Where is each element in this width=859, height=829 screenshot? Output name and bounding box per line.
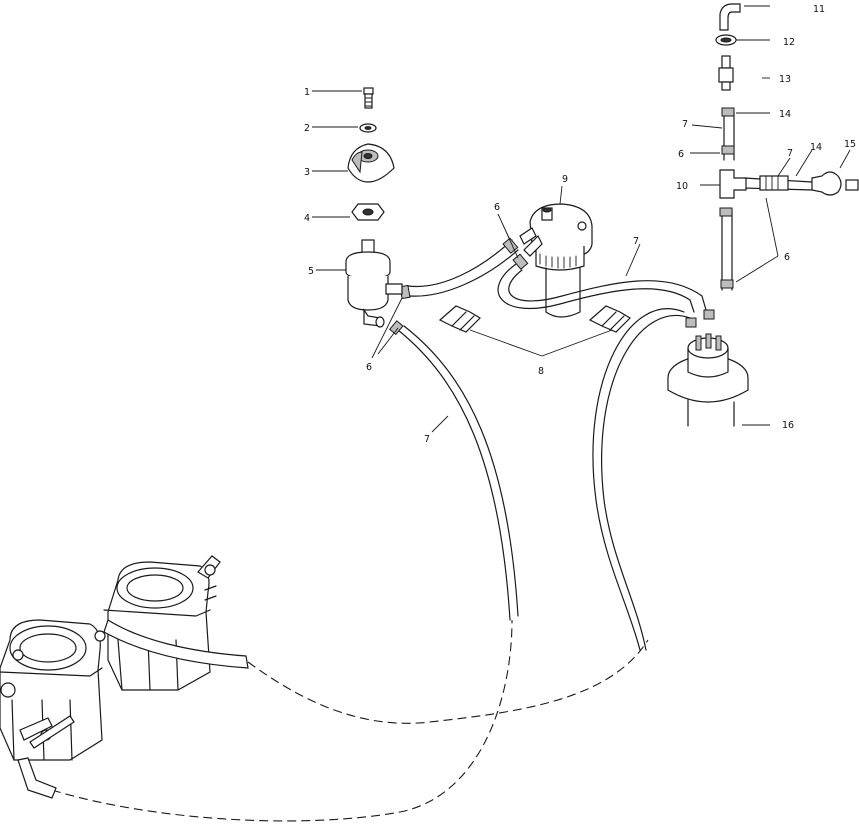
callout-5: 5 <box>308 266 314 277</box>
callout-6-separator: 6 <box>494 202 500 213</box>
hose-routing-dashed-lines <box>9 619 649 822</box>
front-carburetor <box>0 619 106 761</box>
callout-11: 11 <box>813 4 825 15</box>
screw <box>363 87 374 109</box>
callout-7-mid: 7 <box>633 236 639 247</box>
rear-carburetor <box>103 555 221 691</box>
leader-lines <box>312 5 851 433</box>
callout-14-upper: 14 <box>779 109 791 120</box>
callout-13: 13 <box>779 74 791 85</box>
callout-8: 8 <box>538 366 544 377</box>
callout-16: 16 <box>782 420 794 431</box>
callout-4: 4 <box>304 213 310 224</box>
callout-3: 3 <box>304 167 310 178</box>
callout-9: 9 <box>562 174 568 185</box>
callout-14-right: 14 <box>810 142 822 153</box>
water-separator-filter <box>519 203 593 318</box>
fuel-sender-flange <box>667 333 749 427</box>
hose-brackets <box>438 305 631 333</box>
carburetor-assembly <box>0 555 249 799</box>
callout-6-filter: 6 <box>366 362 372 373</box>
callout-12: 12 <box>783 37 795 48</box>
callout-10: 10 <box>676 181 688 192</box>
inline-fuel-filter <box>345 239 403 328</box>
callout-6-pump: 6 <box>784 252 790 263</box>
callout-7-right: 7 <box>787 148 793 159</box>
fuel-hoses <box>397 111 813 651</box>
callout-1: 1 <box>304 87 310 98</box>
hose-clamps <box>389 107 735 336</box>
callout-7-lower: 7 <box>424 434 430 445</box>
washer <box>359 123 377 133</box>
callout-7-upper: 7 <box>682 119 688 130</box>
hex-nut <box>351 203 385 221</box>
callout-6-vent: 6 <box>678 149 684 160</box>
callout-labels: 1 2 3 4 5 6 6 6 6 7 7 7 7 8 9 10 11 12 1… <box>304 4 856 445</box>
filter-cover <box>347 143 395 183</box>
fuel-filter-stack <box>345 87 403 328</box>
callout-15: 15 <box>844 139 856 150</box>
vent-fittings <box>715 3 859 199</box>
callout-2: 2 <box>304 123 310 134</box>
